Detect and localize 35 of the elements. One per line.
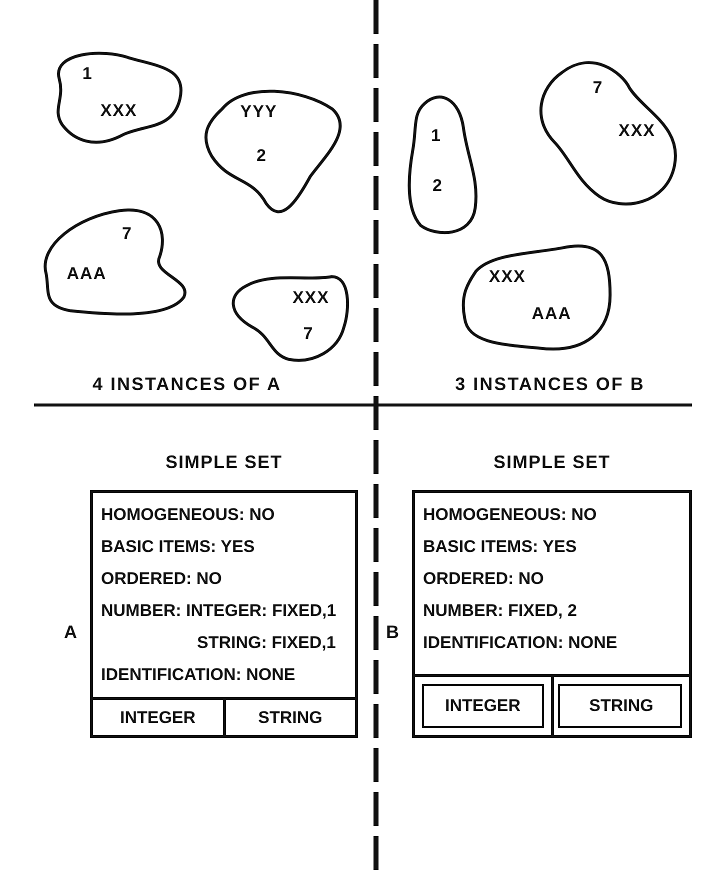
type-cell: STRING	[222, 700, 355, 735]
blob-label: XXX	[100, 101, 138, 122]
blob-label: 2	[256, 146, 267, 166]
property-text: ORDERED: NO	[101, 568, 223, 590]
property-text: IDENTIFICATION: NONE	[101, 664, 296, 686]
set-letter: A	[64, 622, 77, 643]
property-text: IDENTIFICATION: NONE	[423, 632, 618, 654]
caption-text: 3 INSTANCES OF B	[455, 374, 645, 395]
type-cell: STRING	[550, 677, 689, 735]
set-heading: SIMPLE SET	[494, 452, 610, 473]
property-text: NUMBER: INTEGER: FIXED,1	[101, 600, 338, 622]
blob-label: 1	[430, 126, 442, 146]
type-cell: INTEGER	[93, 700, 222, 735]
set-letter: B	[386, 622, 399, 643]
property-text: STRING: FIXED,1	[196, 632, 337, 654]
property-text: NUMBER: FIXED, 2	[423, 600, 578, 622]
property-text: BASIC ITEMS: YES	[101, 536, 256, 558]
blob-label: YYY	[240, 102, 278, 122]
property-text: HOMOGENEOUS: NO	[101, 504, 276, 526]
blob-label: 7	[122, 224, 132, 244]
property-text: ORDERED: NO	[423, 568, 545, 590]
property-text: BASIC ITEMS: YES	[423, 536, 578, 558]
set-heading: SIMPLE SET	[166, 452, 282, 473]
caption-text: 4 INSTANCES OF A	[92, 374, 282, 395]
blob-label: 7	[592, 78, 604, 98]
blob-label: 7	[303, 324, 314, 344]
blob-label: 2	[432, 176, 443, 196]
blob-label: 1	[82, 64, 93, 84]
type-cell: INTEGER	[415, 677, 550, 735]
blob-label: AAA	[532, 304, 572, 324]
property-text: HOMOGENEOUS: NO	[423, 504, 598, 526]
blob-label: XXX	[618, 121, 656, 142]
blob-label: AAA	[66, 264, 107, 284]
blob-label: XXX	[292, 288, 330, 308]
blob-label: XXX	[488, 267, 526, 288]
